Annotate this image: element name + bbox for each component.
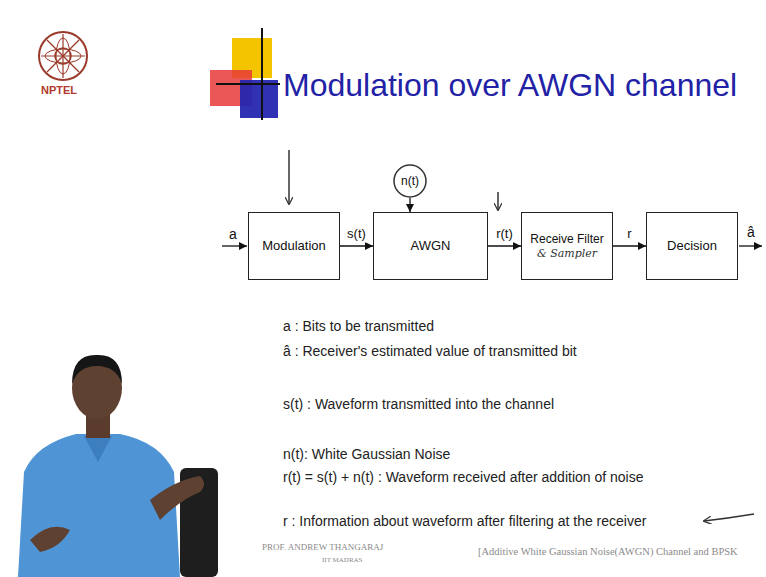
signal-arrow	[409, 198, 410, 212]
input-arrow	[222, 245, 247, 246]
signal-arrow	[488, 245, 521, 246]
collar	[84, 436, 112, 462]
hand	[150, 476, 204, 520]
footer-text: PROF. ANDREW THANGARAJ	[262, 542, 383, 553]
signal-label: s(t)	[346, 226, 367, 242]
circle-outline	[394, 165, 426, 197]
box-label: Decision	[667, 238, 717, 254]
output-arrow	[739, 245, 762, 246]
footer-text: IIT MADRAS	[322, 556, 363, 564]
signal-arrow	[340, 245, 373, 246]
process-box: Receive Filter& Sampler	[521, 212, 613, 280]
slide-title: Modulation over AWGN channel	[283, 66, 737, 104]
blue-square	[240, 80, 278, 118]
box-label: Receive Filter	[530, 232, 603, 247]
ornament-line	[261, 28, 263, 120]
definition-line: r(t) = s(t) + n(t) : Waveform received a…	[283, 469, 644, 486]
footer-text: [Additive White Gaussian Noise(AWGN) Cha…	[478, 546, 738, 559]
logo-spokes	[41, 34, 85, 78]
signal-name: â	[747, 224, 755, 241]
signal-arrow	[613, 245, 646, 246]
signal-label: r(t)	[495, 226, 514, 242]
definition-line: n(t): White Gaussian Noise	[283, 446, 450, 463]
box-label: AWGN	[411, 238, 451, 254]
noise-source: n(t)	[393, 164, 427, 198]
presenter-figure	[18, 355, 218, 577]
definition-line: s(t) : Waveform transmitted into the cha…	[283, 396, 554, 413]
process-box: Decision	[646, 212, 738, 280]
hair	[72, 355, 122, 384]
logo-orbit	[56, 38, 70, 74]
handwritten-arrow	[288, 150, 290, 204]
logo-ring	[39, 32, 87, 80]
box-label: Modulation	[262, 238, 326, 254]
handwritten-arrow	[704, 514, 754, 521]
hand	[30, 527, 70, 552]
handwritten-arrow	[497, 192, 499, 210]
handwritten-note: & Sampler	[537, 247, 597, 261]
definition-line: â : Receiver's estimated value of transm…	[283, 343, 577, 360]
definition-line: r : Information about waveform after fil…	[283, 513, 646, 530]
box-label: n(t)	[401, 174, 419, 189]
title-ornament	[210, 28, 280, 120]
ornament-line	[216, 83, 280, 85]
signal-name: a	[229, 226, 237, 243]
logo-orbit	[45, 49, 81, 63]
nptel-logo	[39, 32, 87, 80]
logo-text: NPTEL	[41, 84, 77, 97]
process-box: Modulation	[248, 212, 340, 280]
channel-box: AWGN	[373, 212, 488, 280]
signal-label: r	[626, 226, 632, 242]
definition-line: a : Bits to be transmitted	[283, 318, 434, 335]
